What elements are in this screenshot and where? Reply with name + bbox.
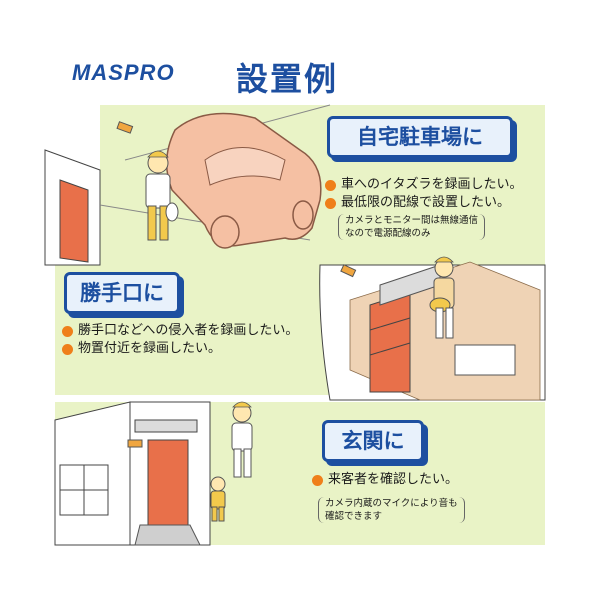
- person-kitchen: [429, 256, 455, 339]
- person-parking: [145, 150, 179, 241]
- kitchen-table: [454, 344, 516, 376]
- heading-entrance: 玄関に: [322, 420, 424, 462]
- note-parking: カメラとモニター間は無線通信 なので電源配線のみ: [338, 214, 486, 240]
- person-visitor: [231, 401, 253, 478]
- bullet-item: 車へのイタズラを録画したい。: [325, 176, 522, 194]
- heading-backdoor: 勝手口に: [64, 272, 180, 314]
- note-entrance: カメラ内蔵のマイクにより音も 確認できます: [318, 497, 465, 523]
- bullet-item: 最低限の配線で設置したい。: [325, 194, 522, 212]
- bullet-dot-icon: [62, 325, 73, 337]
- bullet-item: 物置付近を録画したい。: [62, 340, 298, 358]
- bullet-dot-icon: [312, 474, 323, 486]
- front-step: [134, 524, 201, 546]
- bullet-item: 勝手口などへの侵入者を録画したい。: [62, 322, 298, 340]
- front-door: [147, 439, 189, 526]
- heading-parking: 自宅駐車場に: [327, 116, 513, 158]
- camera-parking: [116, 121, 134, 134]
- bullets-parking: 車へのイタズラを録画したい。 最低限の配線で設置したい。: [325, 176, 522, 212]
- side-door: [59, 179, 89, 263]
- bullets-entrance: 来客者を確認したい。: [312, 471, 458, 489]
- camera-entrance: [127, 439, 143, 448]
- camera-kitchen: [340, 264, 357, 278]
- bullet-dot-icon: [62, 343, 73, 355]
- bullet-dot-icon: [325, 197, 336, 209]
- door-canopy: [134, 419, 198, 433]
- bullet-item: 来客者を確認したい。: [312, 471, 458, 489]
- bullets-backdoor: 勝手口などへの侵入者を録画したい。 物置付近を録画したい。: [62, 322, 298, 358]
- kitchen-shelf: [369, 291, 411, 393]
- bullet-dot-icon: [325, 179, 336, 191]
- car: [166, 112, 322, 249]
- page-title: 設置例: [236, 60, 339, 98]
- maspro-logo: MASPRO: [72, 60, 175, 85]
- person-child: [210, 476, 226, 522]
